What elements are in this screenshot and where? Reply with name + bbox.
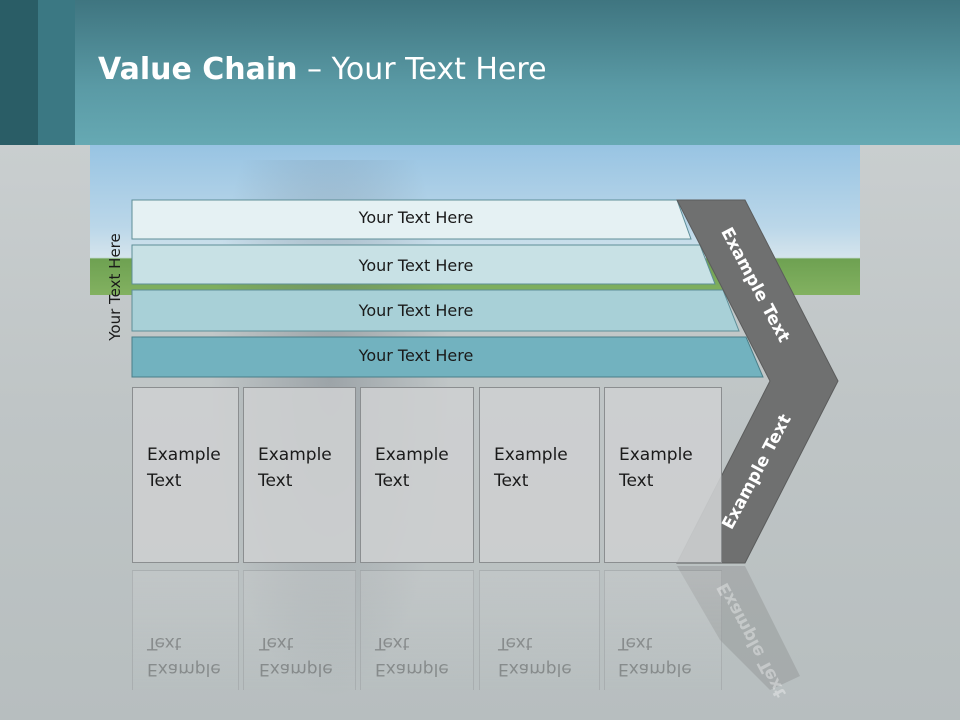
title-bold: Value Chain	[98, 52, 298, 87]
box-5-line2: Text	[619, 471, 654, 491]
box-3-reflection	[360, 570, 474, 690]
box-3-reflection-line1: Example	[375, 659, 449, 679]
box-2-reflection-line2: Text	[259, 633, 294, 653]
header-bar: Value Chain – Your Text Here	[0, 0, 960, 145]
box-2-line2: Text	[258, 471, 293, 491]
bar-2-label: Your Text Here	[358, 256, 474, 275]
activity-box-4: Example Text	[479, 387, 600, 563]
box-3-reflection-text: Example Text	[375, 630, 449, 682]
title-rest: – Your Text Here	[297, 52, 547, 87]
header-accent-light	[38, 0, 75, 145]
box-4-line1: Example	[494, 445, 568, 465]
activity-box-5: Example Text	[604, 387, 722, 563]
side-label: Your Text Here	[106, 233, 124, 341]
bar-1-label: Your Text Here	[358, 208, 474, 227]
activity-box-3: Example Text	[360, 387, 474, 563]
box-1-reflection-text: Example Text	[147, 630, 221, 682]
bar-4-label: Your Text Here	[358, 346, 474, 365]
box-5-reflection-text: Example Text	[618, 630, 692, 682]
box-4-line2: Text	[494, 471, 529, 491]
box-2-reflection-text: Example Text	[259, 630, 333, 682]
box-1-line1: Example	[147, 445, 221, 465]
box-1-reflection-line2: Text	[147, 633, 182, 653]
slide-title: Value Chain – Your Text Here	[98, 52, 547, 87]
box-3-line1: Example	[375, 445, 449, 465]
chevron-reflection	[677, 566, 800, 690]
box-4-reflection-line1: Example	[498, 659, 572, 679]
header-accent-dark	[0, 0, 38, 145]
box-2-line1: Example	[258, 445, 332, 465]
bar-3-label: Your Text Here	[358, 301, 474, 320]
box-4-reflection-line2: Text	[498, 633, 533, 653]
chevron-shape	[676, 199, 839, 564]
box-3-line2: Text	[375, 471, 410, 491]
activity-box-2: Example Text	[243, 387, 356, 563]
bar-2-shape	[131, 244, 716, 285]
activity-box-1: Example Text	[132, 387, 239, 563]
box-4-reflection-text: Example Text	[498, 630, 572, 682]
bar-3-shape	[131, 289, 740, 332]
box-4-reflection	[479, 570, 600, 690]
box-5-reflection	[604, 570, 722, 690]
box-1-reflection	[132, 570, 239, 690]
box-3-reflection-line2: Text	[375, 633, 410, 653]
box-1-line2: Text	[147, 471, 182, 491]
bar-4-shape	[131, 336, 764, 378]
box-1-reflection-line1: Example	[147, 659, 221, 679]
box-5-reflection-line2: Text	[618, 633, 653, 653]
box-2-reflection	[243, 570, 356, 690]
box-5-reflection-line1: Example	[618, 659, 692, 679]
bar-1-shape	[131, 199, 692, 240]
box-5-line1: Example	[619, 445, 693, 465]
box-2-reflection-line1: Example	[259, 659, 333, 679]
